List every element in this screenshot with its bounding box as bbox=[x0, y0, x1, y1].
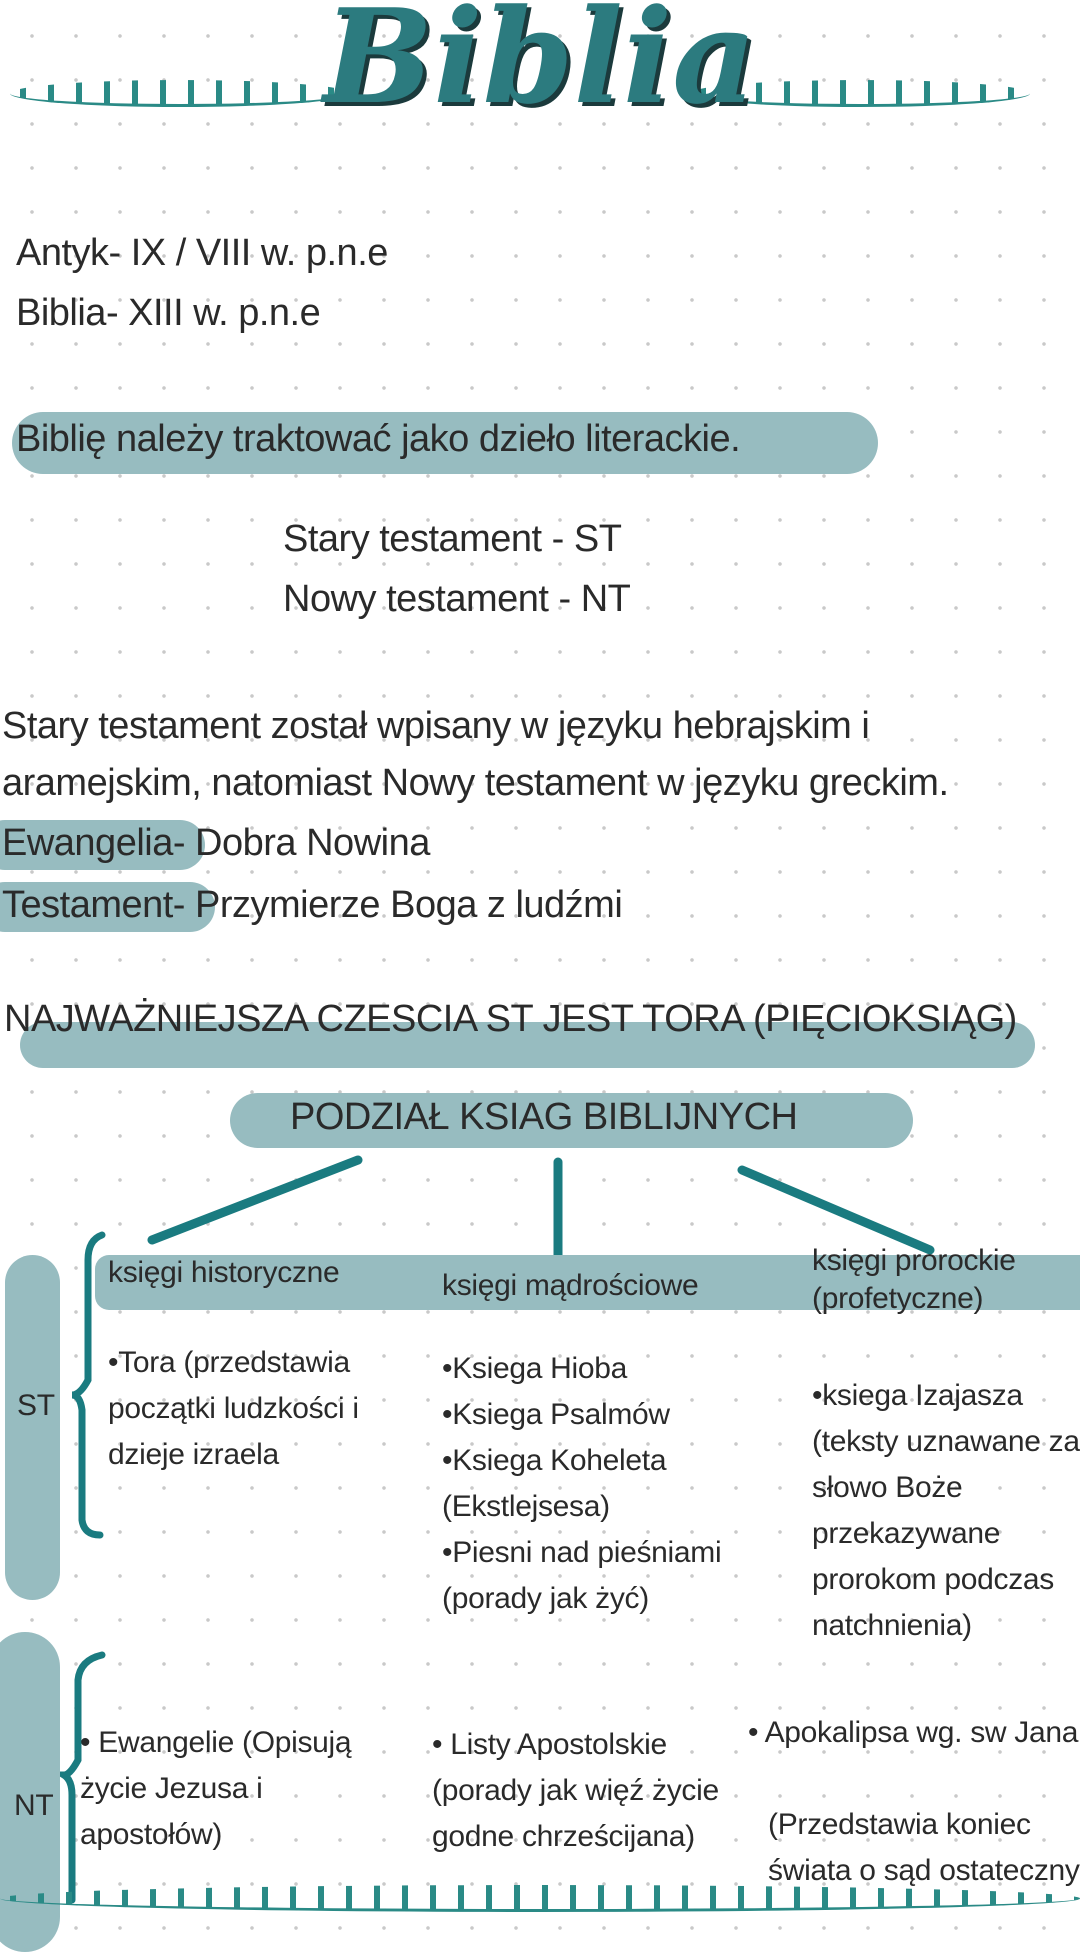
list-item bbox=[748, 1756, 1080, 1802]
column-historical: księgi historyczne bbox=[108, 1256, 340, 1289]
st-bracket bbox=[71, 1231, 106, 1539]
st-label: ST bbox=[17, 1389, 55, 1422]
st-historical-list: •Tora (przedstawia początki ludzkości i … bbox=[108, 1340, 359, 1478]
nt-wisdom-list: • Listy Apostolskie (porady jak więź życ… bbox=[432, 1722, 719, 1860]
list-item: (porady jak żyć) bbox=[442, 1582, 649, 1615]
paragraph-line-1: Stary testament został wpisany w języku … bbox=[2, 705, 870, 747]
st-wisdom-list: •Ksiega Hioba •Ksiega Psalmów •Ksiega Ko… bbox=[442, 1346, 722, 1622]
list-item: słowo Boże bbox=[812, 1471, 963, 1504]
list-item: •Piesni nad pieśniami bbox=[442, 1536, 722, 1569]
list-item: •Ksiega Psalmów bbox=[442, 1398, 670, 1431]
definition-ewangelia: Ewangelia- Dobra Nowina bbox=[2, 822, 430, 865]
vine-decoration-left bbox=[10, 80, 350, 107]
highlight-bar bbox=[12, 412, 878, 474]
list-item: przekazywane bbox=[812, 1517, 1001, 1550]
date-biblia: Biblia- XIII w. p.n.e bbox=[16, 292, 321, 334]
list-item: dzieje izraela bbox=[108, 1438, 279, 1471]
date-antyk: Antyk- IX / VIII w. p.n.e bbox=[16, 232, 388, 274]
list-item: życie Jezusa i bbox=[80, 1772, 263, 1805]
list-item: (porady jak więź życie bbox=[432, 1774, 719, 1807]
list-item: prorokom podczas bbox=[812, 1563, 1054, 1596]
def: Dobra Nowina bbox=[185, 822, 430, 864]
term-highlight-ewangelia bbox=[0, 820, 205, 870]
nt-prophetic-list: • Apokalipsa wg. sw Jana (Przedstawia ko… bbox=[748, 1710, 1080, 1894]
nt-bracket bbox=[51, 1651, 106, 1904]
division-bar bbox=[230, 1093, 913, 1148]
term: Testament- bbox=[2, 884, 185, 926]
list-item: świata o sąd ostateczny bbox=[768, 1854, 1080, 1887]
connector-right bbox=[737, 1165, 935, 1255]
list-item: apostołów) bbox=[80, 1818, 223, 1851]
def: Przymierze Boga z ludźmi bbox=[184, 884, 623, 926]
highlight-text: Biblię należy traktować jako dzieło lite… bbox=[16, 418, 741, 460]
list-item: (teksty uznawane za bbox=[812, 1425, 1080, 1458]
vine-decoration-bottom bbox=[0, 1885, 1080, 1912]
list-item: •Ksiega Hioba bbox=[442, 1352, 628, 1385]
nt-historical-list: • Ewangelie (Opisują życie Jezusa i apos… bbox=[80, 1720, 352, 1858]
list-item: •Ksiega Koheleta bbox=[442, 1444, 667, 1477]
term: Ewangelia- bbox=[2, 822, 186, 864]
st-pill bbox=[5, 1255, 60, 1600]
list-item: • Ewangelie (Opisują bbox=[80, 1726, 352, 1759]
tora-heading: NAJWAŻNIEJSZA CZESCIA ST JEST TORA (PIĘC… bbox=[4, 998, 1017, 1040]
tora-bar bbox=[20, 1022, 1035, 1068]
abbrev-nt: Nowy testament - NT bbox=[283, 578, 631, 620]
definition-testament: Testament- Przymierze Boga z ludźmi bbox=[2, 884, 623, 927]
term-highlight-testament bbox=[0, 882, 215, 932]
vine-decoration-right bbox=[690, 80, 1030, 107]
list-item: • Apokalipsa wg. sw Jana bbox=[748, 1716, 1079, 1749]
division-heading: PODZIAŁ KSIAG BIBLIJNYCH bbox=[290, 1096, 798, 1138]
column-prophetic-line1: księgi prorockie bbox=[812, 1244, 1016, 1277]
list-item: początki ludzkości i bbox=[108, 1392, 359, 1425]
column-wisdom: księgi mądrościowe bbox=[442, 1269, 699, 1302]
nt-label: NT bbox=[14, 1789, 54, 1822]
paragraph-line-2: aramejskim, natomiast Nowy testament w j… bbox=[2, 762, 949, 804]
st-prophetic-list: •ksiega Izajasza (teksty uznawane za sło… bbox=[812, 1373, 1080, 1649]
connector-left bbox=[147, 1155, 363, 1245]
list-item: (Ekstlejsesa) bbox=[442, 1490, 610, 1523]
list-item: •Tora (przedstawia bbox=[108, 1346, 350, 1379]
page-title: Biblia bbox=[323, 0, 757, 133]
column-prophetic-line2: (profetyczne) bbox=[812, 1282, 984, 1315]
list-item: godne chrześcijana) bbox=[432, 1820, 695, 1853]
list-item: (Przedstawia koniec bbox=[768, 1808, 1031, 1841]
abbrev-st: Stary testament - ST bbox=[283, 518, 622, 560]
columns-header-bar bbox=[95, 1255, 1080, 1310]
list-item: •ksiega Izajasza bbox=[812, 1379, 1023, 1412]
list-item: • Listy Apostolskie bbox=[432, 1728, 667, 1761]
list-item: natchnienia) bbox=[812, 1609, 972, 1642]
column-prophetic: księgi prorockie (profetyczne) bbox=[812, 1242, 1016, 1318]
